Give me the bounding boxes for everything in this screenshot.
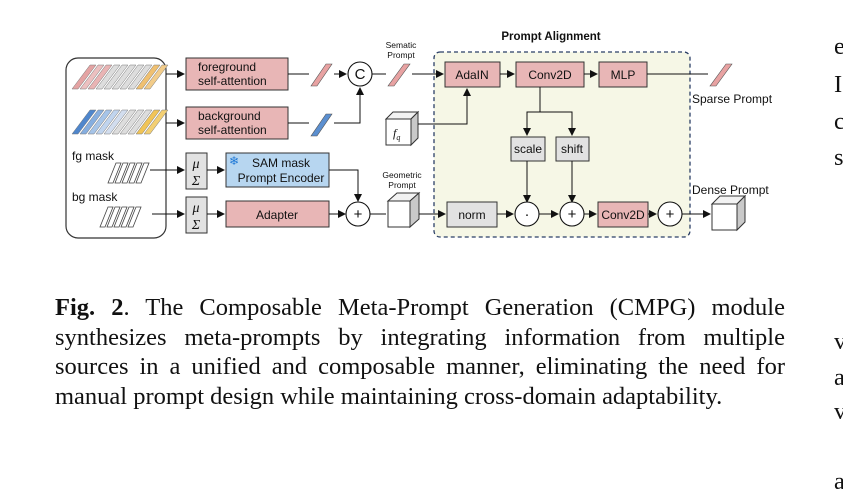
feature-bar	[71, 64, 97, 90]
conv2d-bottom-label: Conv2D	[601, 208, 645, 222]
geometric-prompt-label-2: Prompt	[388, 180, 416, 190]
feature-bar	[87, 109, 113, 135]
side-char-7: v	[834, 398, 843, 425]
mu-2: μ	[191, 201, 199, 216]
plus-3: +	[666, 206, 675, 223]
feature-bar	[87, 64, 113, 90]
feature-bar	[143, 64, 169, 90]
sigma-1: Σ	[191, 174, 201, 189]
side-char-4: s	[834, 144, 843, 171]
feature-bar	[135, 109, 161, 135]
mu-sigma-block-2	[185, 196, 208, 234]
side-char-1: e	[834, 33, 843, 60]
feature-bar	[127, 64, 153, 90]
geometric-prompt-label-1: Geometric	[382, 170, 422, 180]
feature-bar	[111, 109, 137, 135]
cmpg-diagram: Prompt Alignment fg mask bg mask foregro…	[65, 31, 773, 239]
feature-bar	[79, 109, 105, 135]
bg-mask-stack-icon	[99, 206, 142, 228]
figure-label: Fig. 2	[55, 294, 124, 321]
fg-mask-stack-icon	[107, 162, 150, 184]
feature-bar	[119, 64, 145, 90]
mask-slice	[106, 206, 121, 228]
mask-slice	[113, 206, 128, 228]
foreground-label-2: self-attention	[198, 74, 267, 88]
feature-bar	[135, 64, 161, 90]
feature-bar	[111, 64, 137, 90]
feature-bar	[103, 64, 129, 90]
side-char-8: a	[834, 468, 843, 495]
feature-bar	[143, 109, 169, 135]
bg-token-icon	[310, 113, 333, 137]
mu-sigma-block-1	[185, 152, 208, 190]
background-label-2: self-attention	[198, 123, 267, 137]
sematic-prompt-label-1: Sematic	[386, 40, 417, 50]
conv2d-bottom-block	[597, 201, 649, 228]
mask-slice	[99, 206, 114, 228]
feature-bar	[71, 109, 97, 135]
side-char-3: c	[834, 108, 843, 135]
adapter-label: Adapter	[256, 208, 298, 222]
feature-bar	[79, 64, 105, 90]
feature-bar	[119, 109, 145, 135]
plus-2: +	[568, 206, 577, 223]
background-label-1: background	[198, 109, 261, 123]
fq-label: fq	[393, 126, 400, 142]
scale-label: scale	[514, 142, 542, 156]
norm-label: norm	[458, 208, 485, 222]
mask-slice	[120, 206, 135, 228]
side-char-6: a	[834, 364, 843, 391]
scale-block	[510, 136, 546, 162]
foreground-label-1: foreground	[198, 60, 256, 74]
mlp-label: MLP	[611, 68, 636, 82]
mask-slice	[128, 162, 143, 184]
conv2d-top-label: Conv2D	[528, 68, 572, 82]
side-char-5: v	[834, 328, 843, 355]
shift-label: shift	[561, 142, 584, 156]
conv2d-top-block	[515, 61, 585, 88]
figure-caption: Fig. 2. The Composable Meta-Prompt Gener…	[55, 293, 785, 411]
fg-mask-label: fg mask	[72, 149, 115, 163]
feature-bar	[95, 109, 121, 135]
mask-slice	[127, 206, 142, 228]
mask-slice	[114, 162, 129, 184]
sam-label-1: SAM mask	[252, 156, 311, 170]
mask-slice	[121, 162, 136, 184]
sematic-prompt-token-icon	[387, 63, 411, 87]
bg-mask-label: bg mask	[72, 190, 118, 204]
snowflake-icon: ❄	[229, 154, 239, 168]
feature-bar	[103, 109, 129, 135]
shift-block	[555, 136, 590, 162]
sparse-prompt-token-icon	[709, 63, 733, 87]
dot-symbol: ·	[525, 206, 530, 223]
input-features-panel	[65, 57, 167, 239]
mask-slice	[135, 162, 150, 184]
feature-bar	[127, 109, 153, 135]
concat-label: C	[355, 66, 366, 83]
mu-1: μ	[191, 157, 199, 172]
prompt-alignment-title: Prompt Alignment	[501, 31, 600, 43]
foreground-features-icon	[71, 64, 169, 90]
caption-text: . The Composable Meta-Prompt Generation …	[55, 294, 785, 410]
sparse-prompt-label: Sparse Prompt	[692, 92, 773, 106]
fg-token-icon	[310, 63, 333, 87]
background-self-attention-block	[185, 106, 289, 140]
side-char-2: I	[834, 71, 843, 98]
dense-prompt-label: Dense Prompt	[692, 183, 769, 197]
plus-1: +	[354, 206, 363, 223]
feature-bar	[95, 64, 121, 90]
sematic-prompt-label-2: Prompt	[387, 50, 415, 60]
background-features-icon	[71, 109, 169, 135]
sam-label-2: Prompt Encoder	[238, 171, 325, 185]
sigma-2: Σ	[191, 218, 201, 233]
mask-slice	[107, 162, 122, 184]
adain-label: AdaIN	[455, 68, 488, 82]
